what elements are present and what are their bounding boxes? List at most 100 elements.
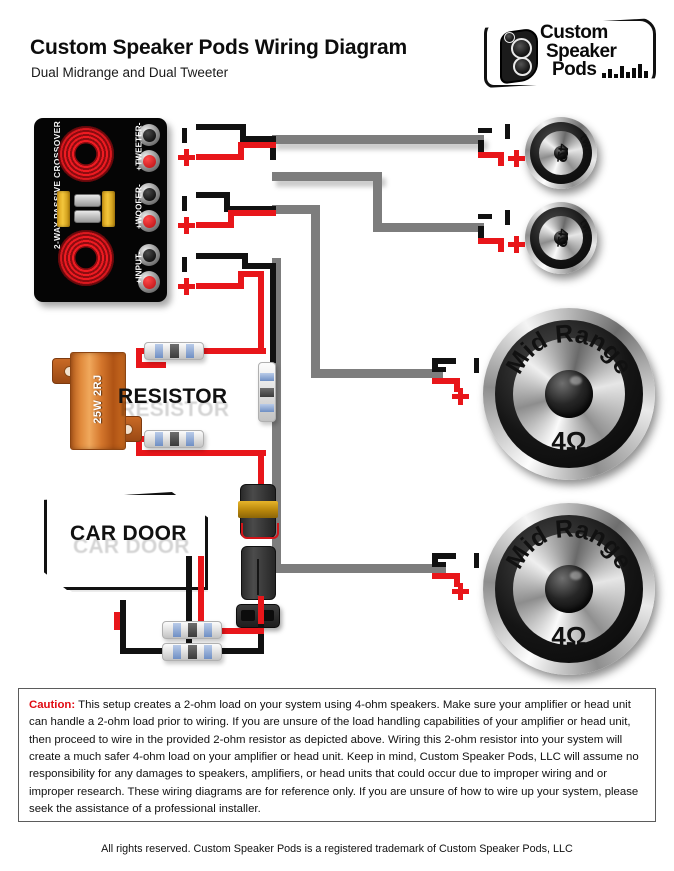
polarity-plus-marker: [508, 150, 525, 167]
wire-black: [478, 140, 484, 156]
car-door-label-shadow: CAR DOOR: [73, 535, 190, 558]
terminal-woofer-positive: [138, 210, 160, 232]
car-door-outline: [44, 492, 208, 590]
terminal-input-negative: [138, 244, 160, 266]
polarity-minus-marker: [182, 128, 187, 143]
wire-black: [196, 253, 248, 259]
wire-black: [224, 206, 276, 212]
wire-red-down: [258, 271, 264, 351]
page-subtitle: Dual Midrange and Dual Tweeter: [31, 65, 229, 80]
wire-red: [228, 210, 234, 228]
equalizer-bar: [602, 73, 606, 78]
wire-black: [432, 358, 456, 364]
pod-small-ring: [504, 32, 515, 43]
terminal-label-input: +INPUT-: [134, 251, 144, 284]
caution-keyword: Caution:: [29, 699, 76, 711]
cable-mid-1-b: [311, 205, 320, 378]
wire-red: [198, 628, 264, 634]
midrange-speaker-2: Mid Range 4Ω: [483, 503, 655, 675]
terminal-input-positive: [138, 271, 160, 293]
cable-tweeter-2-c: [373, 223, 484, 232]
plug-male-half: [238, 484, 279, 539]
wire-red: [136, 348, 142, 368]
midrange-speaker-1: Mid Range 4Ω: [483, 308, 655, 480]
inductor-coil-bottom: [58, 230, 114, 286]
speaker-pod-icon: [496, 27, 540, 85]
polarity-plus-marker: [452, 583, 469, 600]
cable-tweeter-1: [272, 135, 484, 144]
door-connector-plug: [238, 484, 280, 604]
polarity-minus-marker: [432, 367, 446, 372]
plug-female-half: [241, 546, 276, 600]
resistor-label-shadow: RESISTOR: [120, 398, 230, 421]
polarity-minus-marker: [505, 124, 510, 139]
butt-connector-lower-black: [162, 643, 222, 661]
polarity-minus-marker: [432, 562, 446, 567]
wire-red: [196, 283, 244, 289]
tweeter-1-arc-text: tweeter: [572, 131, 596, 180]
wire-red: [432, 378, 460, 384]
svg-text:tweeter: tweeter: [572, 131, 596, 180]
midrange-1-arc-text: Mid Range: [501, 320, 638, 379]
cable-shadow: [276, 178, 386, 187]
equalizer-bar: [614, 74, 618, 78]
polarity-minus-marker: [474, 553, 479, 568]
wire-black: [196, 192, 230, 198]
butt-connector-vertical: [258, 362, 276, 422]
cable-mid-2-d: [272, 564, 446, 573]
wire-red: [454, 378, 460, 392]
wire-red: [498, 152, 504, 166]
wire-black: [270, 136, 276, 160]
logo-line-3: Pods: [552, 59, 597, 81]
resistor-body-text: 25W 2RJ: [92, 374, 104, 424]
cable-shadow: [276, 141, 488, 150]
logo-line-2: Speaker: [546, 40, 617, 62]
plug-gold-contacts: [238, 501, 278, 518]
wire-red: [238, 271, 244, 289]
midrange-2-impedance: 4Ω: [551, 621, 587, 651]
page-title: Custom Speaker Pods Wiring Diagram: [30, 36, 407, 59]
pod-ring-lower: [513, 57, 532, 76]
wire-red: [228, 210, 276, 216]
polarity-plus-marker: [178, 217, 195, 234]
midrange-2-arc-text: Mid Range: [501, 515, 638, 574]
wire-red: [432, 573, 460, 579]
wire-red: [258, 596, 264, 624]
tweeter-speaker-2: tweeter 4Ω: [525, 202, 597, 274]
midrange-2-name: Mid Range: [501, 515, 638, 574]
wire-black: [224, 192, 230, 212]
car-door-label: CAR DOOR: [70, 522, 187, 545]
terminal-woofer-negative: [138, 183, 160, 205]
wire-red: [198, 556, 204, 634]
terminal-tweeter-negative: [138, 124, 160, 146]
footer-text: All rights reserved. Custom Speaker Pods…: [101, 843, 573, 855]
wire-black: [196, 124, 246, 130]
equalizer-bar: [620, 66, 624, 78]
equalizer-bar: [626, 72, 630, 78]
crossover-resistor-top: [74, 194, 101, 207]
equalizer-bar: [638, 64, 642, 78]
resistor-label: RESISTOR: [118, 385, 228, 408]
wire-black: [186, 556, 192, 654]
wire-red-resistor-bottom: [136, 450, 266, 456]
crossover-resistor-bottom: [74, 210, 101, 223]
logo-wordmark: Custom Speaker Pods: [540, 22, 652, 81]
logo-line-1: Custom: [540, 22, 608, 43]
tweeter-2-name: tweeter: [572, 216, 596, 265]
equalizer-bars-icon: [602, 62, 648, 78]
plug-red-boot: [241, 523, 279, 539]
wire-black: [242, 263, 276, 269]
polarity-minus-marker: [478, 128, 492, 133]
equalizer-bar: [608, 69, 612, 78]
cable-mid-1-a: [272, 205, 320, 214]
butt-connector-resistor-top: [144, 342, 204, 360]
cable-tweeter-2-a: [272, 172, 382, 181]
wire-black: [432, 358, 438, 372]
midrange-1-name: Mid Range: [501, 320, 638, 379]
cable-tweeter-2-b: [373, 172, 382, 232]
wire-red: [196, 222, 234, 228]
polarity-plus-marker: [508, 236, 525, 253]
wire-red: [498, 238, 504, 252]
wire-black: [240, 124, 246, 142]
